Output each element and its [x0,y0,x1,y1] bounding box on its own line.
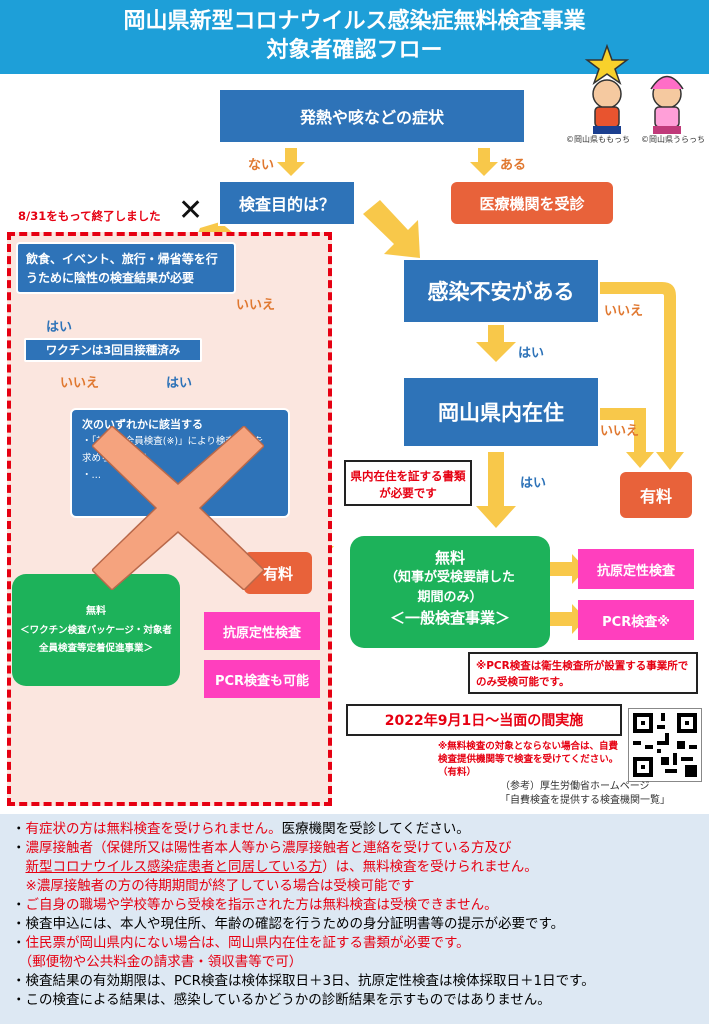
label-anxiety-yes: はい [518,346,545,361]
left-free-box: 無料 ＜ワクチン検査パッケージ・対象者全員検査等定着促進事業＞ [12,574,180,686]
left-paid-box: 有料 [244,552,312,594]
label-vaccine-no: いいえ [60,376,100,391]
big-x-mark-icon [92,426,264,590]
arrow-no-symptoms [277,148,305,176]
reference-line-2[interactable]: 「自費検査を提供する検査機関一覧」 [500,795,670,806]
mascot-illustrations [584,44,684,134]
symptoms-box: 発熱や咳などの症状 [218,88,526,144]
purpose-box: 検査目的は？ [218,180,356,226]
note-line: 新型コロナウイルス感染症患者と同居している方）は、無料検査を受けられません。 [25,859,538,875]
label-vaccine-yes: はい [166,376,193,391]
vaccine-box: ワクチンは3回目接種済み [24,338,202,362]
ended-notice: 8/31をもって終了しました [18,209,161,223]
arrow-resident-no-to-paid [600,408,654,468]
label-yes-symptoms: ある [500,158,527,173]
resident-label: 岡山県内在住 [438,401,564,425]
qr-code[interactable] [628,708,702,782]
right-free-title: 無料 [434,549,465,567]
arrow-free-to-pcr [550,604,586,634]
left-antigen-label: 抗原定性検査 [222,625,301,641]
note-line: ・有症状の方は無料検査を受けられません。医療機関を受診してください。 [12,821,470,837]
left-q2-box: 次のいずれかに該当する ・「対象者全員検査(※)」により検査結果を 求められてい… [70,408,290,518]
resident-box: 岡山県内在住 [402,376,600,448]
credit-right: ©岡山県うらっち [641,135,705,144]
reference: （参考）厚生労働省ホームページ 「自費検査を提供する検査機関一覧」 [500,780,670,808]
arrow-free-to-antigen [550,554,586,584]
clinic-label: 医療機関を受診 [479,194,585,213]
left-q2-line-4: ・… [82,470,102,481]
right-paid-box: 有料 [620,472,692,518]
title-line-1: 岡山県新型コロナウイルス感染症無料検査事業 [123,9,586,34]
vaccine-label: ワクチンは3回目接種済み [45,343,181,357]
anxiety-box: 感染不安がある [402,258,600,324]
nofree-note: ※無料検査の対象とならない場合は、自費検査提供機関等で検査を受けてください。（有… [438,741,619,778]
left-paid-label: 有料 [262,564,293,583]
note-line: ※濃厚接触者の方の待期期間が終了している場合は受検可能です [12,878,415,894]
pcr-note: ※PCR検査は衛生検査所が設置する事業所でのみ受検可能です。 [468,652,698,694]
note-line: ・検査結果の有効期限は、PCR検査は検体採取日＋3日、抗原定性検査は検体採取日＋… [12,973,595,989]
cross-mark-icon: ✕ [178,193,204,228]
note-line: （郵便物や公共料金の請求書・領収書等で可） [25,954,303,970]
label-resident-yes: はい [520,476,547,491]
right-pcr-label: PCR検査※ [602,614,670,630]
right-free-sub-2: 期間のみ） [417,590,483,605]
left-q2-line-2: ・「対象者全員検査(※)」により検査結果を [82,436,264,447]
left-free-subtitle: ＜ワクチン検査パッケージ・対象者全員検査等定着促進事業＞ [20,625,172,654]
right-free-sub-3: ＜一般検査事業＞ [389,609,510,627]
symptoms-label: 発熱や咳などの症状 [299,108,444,127]
purpose-label: 検査目的は？ [238,195,335,214]
note-line: ・検査申込には、本人や現住所、年齢の確認を行うための身分証明書等の提示が必要です… [12,916,565,932]
arrow-anxiety-no-to-paid [600,282,684,470]
arrow-anxiety-to-resident [476,325,516,362]
notes-section: ・有症状の方は無料検査を受けられません。医療機関を受診してください。 ・濃厚接触… [0,814,709,1024]
ended-region [7,232,332,806]
right-free-box: 無料 （知事が受検要請した 期間のみ） ＜一般検査事業＞ [350,536,550,648]
arrow-resident-to-free [476,452,516,528]
label-no-symptoms: ない [248,158,275,173]
left-q1-label: 飲食、イベント、旅行・帰省等を行うために陰性の検査結果が必要 [26,252,218,285]
left-q1-box: 飲食、イベント、旅行・帰省等を行うために陰性の検査結果が必要 [16,242,236,294]
note-line: ・住民票が岡山県内にない場合は、岡山県内在住を証する書類が必要です。 [12,935,470,951]
qr-code-icon [633,713,697,777]
reference-line-1: （参考）厚生労働省ホームページ [500,781,650,792]
clinic-box: 医療機関を受診 [451,182,613,224]
right-pcr-box: PCR検査※ [578,600,694,640]
left-pcr-label: PCR検査も可能 [214,673,310,689]
right-paid-label: 有料 [639,487,672,506]
note-line: ・ご自身の職場や学校等から受検を指示された方は無料検査は受検できません。 [12,897,498,913]
right-antigen-label: 抗原定性検査 [596,563,675,579]
left-pcr-box: PCR検査も可能 [204,660,320,698]
label-left-q1-yes: はい [46,320,73,335]
period-text: 2022年9月1日～当面の間実施 [384,713,584,729]
right-antigen-box: 抗原定性検査 [578,549,694,589]
anxiety-label: 感染不安がある [427,280,575,304]
arrow-purpose-to-anxiety [363,200,420,258]
credit-left: ©岡山県ももっち [566,135,630,144]
period-callout: 2022年9月1日～当面の間実施 [346,704,622,736]
note-line: ・この検査による結果は、感染しているかどうかの診断結果を示すものではありません。 [12,992,551,1008]
proof-callout-text: 県内在住を証する書類が必要です [350,469,466,500]
title-line-2: 対象者確認フロー [266,38,443,63]
page-title: 岡山県新型コロナウイルス感染症無料検査事業 対象者確認フロー [0,0,709,74]
right-free-sub-1: （知事が受検要請した [384,570,515,585]
left-free-title: 無料 [86,606,106,617]
label-anxiety-no: いいえ [604,304,644,319]
note-line: ・濃厚接触者（保健所又は陽性者本人等から濃厚接触者と連絡を受けている方及び [12,840,512,856]
arrow-yes-symptoms [470,148,498,176]
label-left-q1-no: いいえ [236,298,276,313]
star-hat-icon [584,44,630,85]
left-antigen-box: 抗原定性検査 [204,612,320,650]
label-resident-no: いいえ [600,424,640,439]
pcr-note-text: ※PCR検査は衛生検査所が設置する事業所でのみ受検可能です。 [476,660,689,688]
proof-callout: 県内在住を証する書類が必要です [344,460,472,506]
